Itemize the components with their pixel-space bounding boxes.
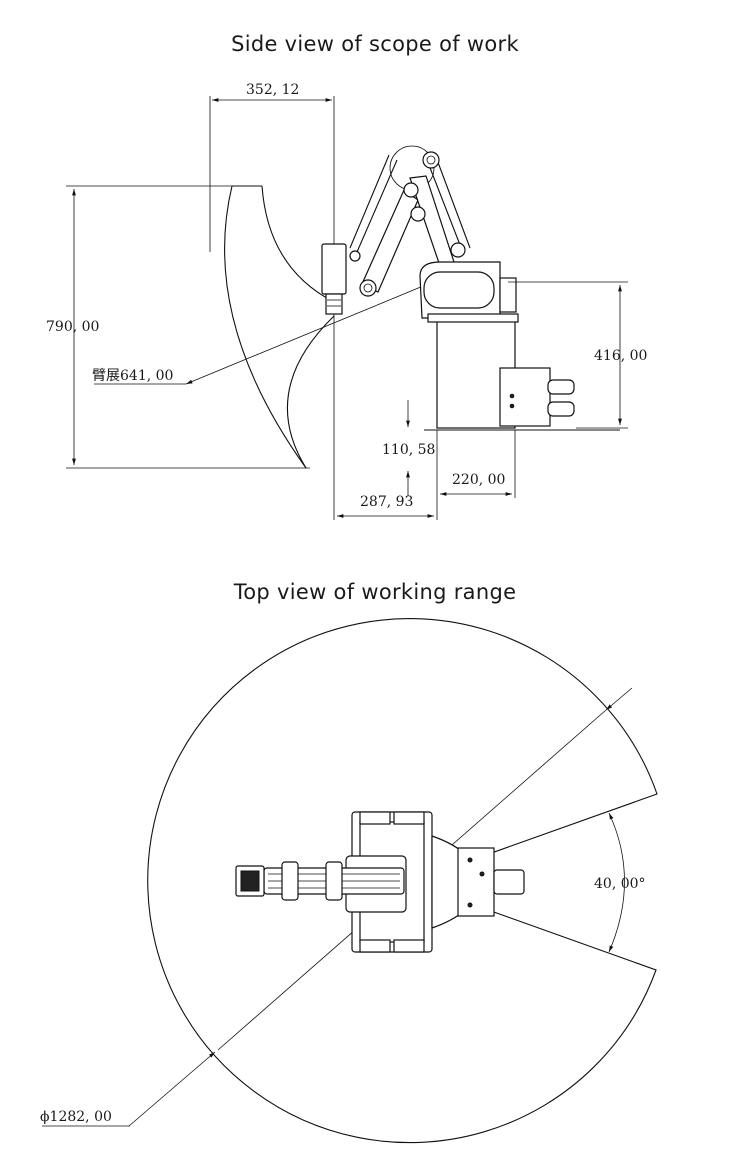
dim-height-label: 790, 00 (46, 319, 99, 335)
top-view-title: Top view of working range (233, 580, 517, 604)
dim-reach: 臂展641, 00 (92, 283, 429, 385)
dim-diameter: ϕ1282, 00 (40, 687, 633, 1127)
dim-reach-label: 臂展641, 00 (92, 368, 173, 384)
dim-inner-offset: 287, 93 (337, 494, 434, 518)
dim-base-height-label: 416, 00 (594, 348, 647, 364)
dim-base-width-label: 220, 00 (452, 472, 505, 488)
side-view-title: Side view of scope of work (231, 32, 519, 56)
dim-top-offset-label: 352, 12 (246, 82, 299, 98)
dim-top-offset: 352, 12 (209, 82, 335, 520)
dim-angle: 40, 00° (594, 812, 646, 953)
dim-base-height: 416, 00 (508, 281, 647, 429)
working-range-outline (147, 618, 658, 1144)
robot-top-view (235, 811, 525, 953)
dim-height: 790, 00 (46, 185, 310, 469)
dim-diameter-label: ϕ1282, 00 (40, 1109, 112, 1125)
top-view-drawing: 40, 00° ϕ1282, 00 (40, 618, 658, 1144)
dim-angle-label: 40, 00° (594, 876, 646, 892)
dim-below-base-label: 110, 58 (382, 442, 435, 458)
work-envelope (224, 185, 335, 469)
dim-below-base: 110, 58 (382, 400, 435, 496)
robot-base-side (419, 261, 620, 431)
dim-inner-offset-label: 287, 93 (360, 494, 413, 510)
dim-base-width: 220, 00 (436, 430, 516, 520)
side-view-drawing: 352, 12 790, 00 臂展641, 00 (46, 82, 647, 520)
